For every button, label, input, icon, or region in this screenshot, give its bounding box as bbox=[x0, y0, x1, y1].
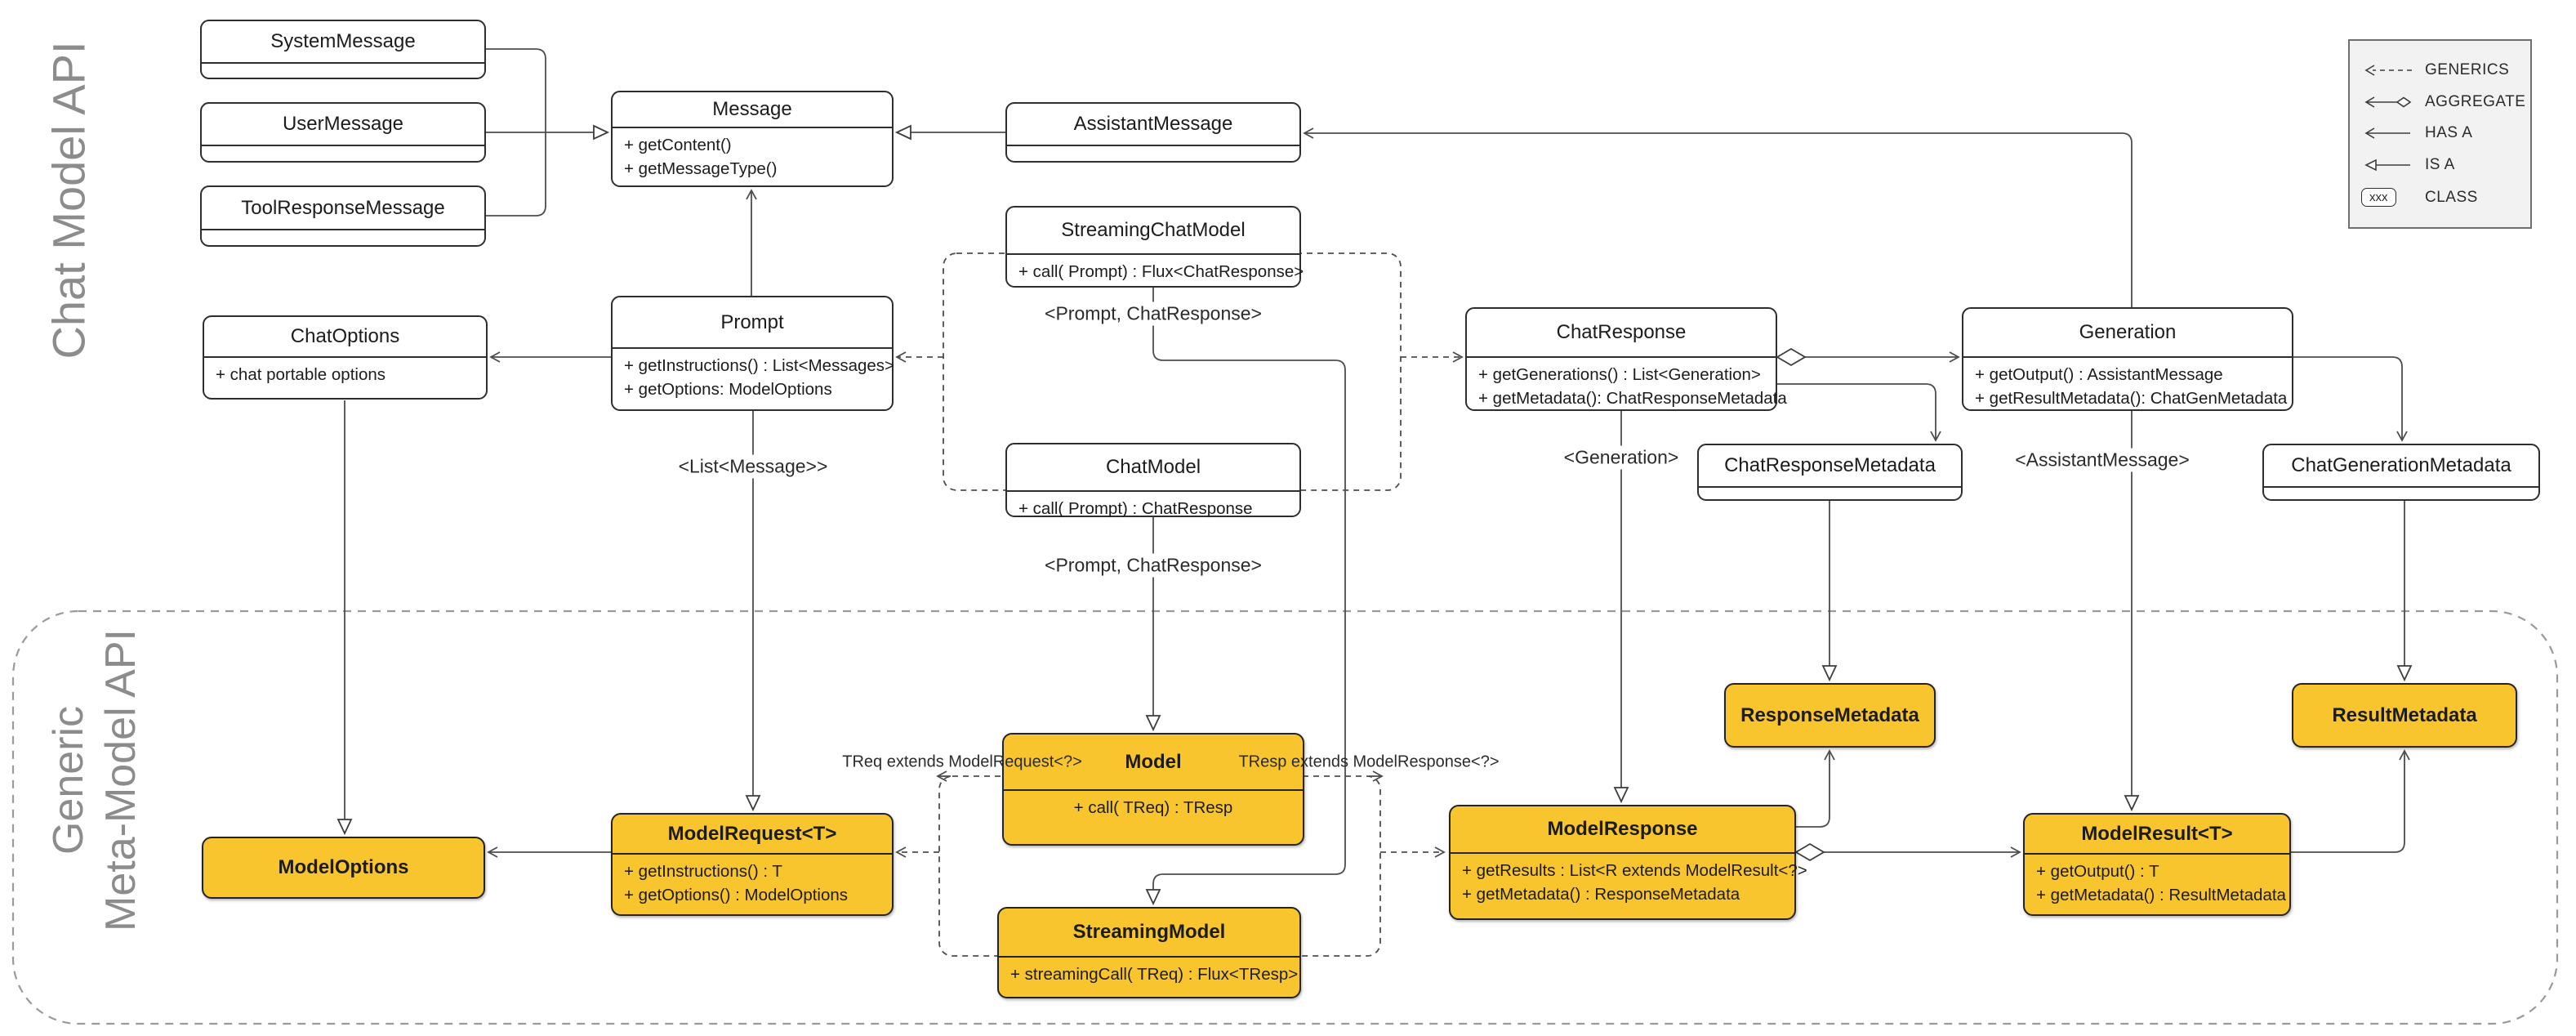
generation-hasa-assistantmessage-line bbox=[1303, 127, 2133, 307]
legend-row-aggregate: AGGREGATE bbox=[2350, 93, 2530, 111]
class-box-chatgenerationmetadata: ChatGenerationMetadata bbox=[2262, 444, 2540, 501]
class-box-responsemetadata: ResponseMetadata bbox=[1724, 683, 1936, 748]
treq-bound-label: TReq extends ModelRequest<?> bbox=[842, 752, 1082, 771]
class-box-toolresponsemessage: ToolResponseMessage bbox=[200, 185, 486, 247]
class-box-streamingmodel: StreamingModel + streamingCall( TReq) : … bbox=[997, 907, 1301, 998]
class-box-streamingchatmodel: StreamingChatModel + call( Prompt) : Flu… bbox=[1005, 206, 1304, 288]
class-box-modelresponse: ModelResponse + getResults : List<R exte… bbox=[1449, 805, 1807, 920]
class-box-chatmodel: ChatModel + call( Prompt) : ChatResponse bbox=[1005, 443, 1301, 518]
meta-model-section-frame bbox=[11, 610, 2559, 1025]
legend-row-generics: GENERICS bbox=[2350, 61, 2530, 79]
legend-row-class: xxx CLASS bbox=[2350, 188, 2530, 208]
class-box-chatoptions: ChatOptions + chat portable options bbox=[203, 315, 488, 400]
generic-args-label: <List<Message>> bbox=[672, 454, 834, 479]
modelresult-hasa-resultmetadata-line bbox=[2291, 749, 2410, 853]
class-box-usermessage: UserMessage bbox=[200, 102, 486, 163]
class-box-assistantmessage: AssistantMessage bbox=[1005, 102, 1301, 163]
streamingchatmodel-isa-streamingmodel-line bbox=[1145, 288, 1346, 906]
legend: GENERICS AGGREGATE HAS A IS A xxx CLASS bbox=[2348, 39, 2532, 229]
generic-args-label: <Prompt, ChatResponse> bbox=[1039, 553, 1268, 578]
class-box-modelresult: ModelResult<T> + getOutput() : T + getMe… bbox=[2023, 813, 2291, 916]
class-box-prompt: Prompt + getInstructions() : List<Messag… bbox=[611, 296, 894, 411]
tresp-bound-label: TResp extends ModelResponse<?> bbox=[1238, 752, 1500, 771]
generic-args-label: <Generation> bbox=[1558, 445, 1685, 470]
class-box-systemmessage: SystemMessage bbox=[200, 20, 486, 79]
modelresponse-hasa-responsemetadata-line bbox=[1796, 749, 1835, 828]
aggregate-arrow-icon bbox=[2361, 95, 2415, 109]
class-box-chatresponse: ChatResponse + getGenerations() : List<G… bbox=[1465, 307, 1787, 411]
chatresponse-hasa-chatresponsemetadata-line bbox=[1777, 383, 1941, 442]
class-box-icon: xxx bbox=[2361, 188, 2415, 208]
is-a-arrow-icon bbox=[2361, 158, 2415, 172]
generation-hasa-chatgenerationmetadata-line bbox=[2293, 356, 2408, 442]
legend-row-is-a: IS A bbox=[2350, 156, 2530, 174]
aggregate-diamond bbox=[1794, 842, 1825, 862]
class-box-model: Model + call( TReq) : TResp bbox=[1002, 733, 1304, 846]
class-box-resultmetadata: ResultMetadata bbox=[2292, 683, 2517, 748]
legend-row-has-a: HAS A bbox=[2350, 124, 2530, 142]
generic-args-label: <AssistantMessage> bbox=[2009, 448, 2195, 472]
generics-arrow-icon bbox=[2361, 63, 2415, 78]
class-box-modeloptions: ModelOptions bbox=[202, 837, 485, 899]
class-box-generation: Generation + getOutput() : AssistantMess… bbox=[1962, 307, 2293, 411]
class-box-message: Message + getContent() + getMessageType(… bbox=[611, 91, 894, 187]
has-a-arrow-icon bbox=[2361, 126, 2415, 141]
class-box-modelrequest: ModelRequest<T> + getInstructions() : T … bbox=[611, 813, 894, 916]
aggregate-diamond bbox=[1776, 347, 1807, 367]
generic-args-label: <Prompt, ChatResponse> bbox=[1039, 301, 1268, 326]
class-box-chatresponsemetadata: ChatResponseMetadata bbox=[1697, 444, 1963, 501]
